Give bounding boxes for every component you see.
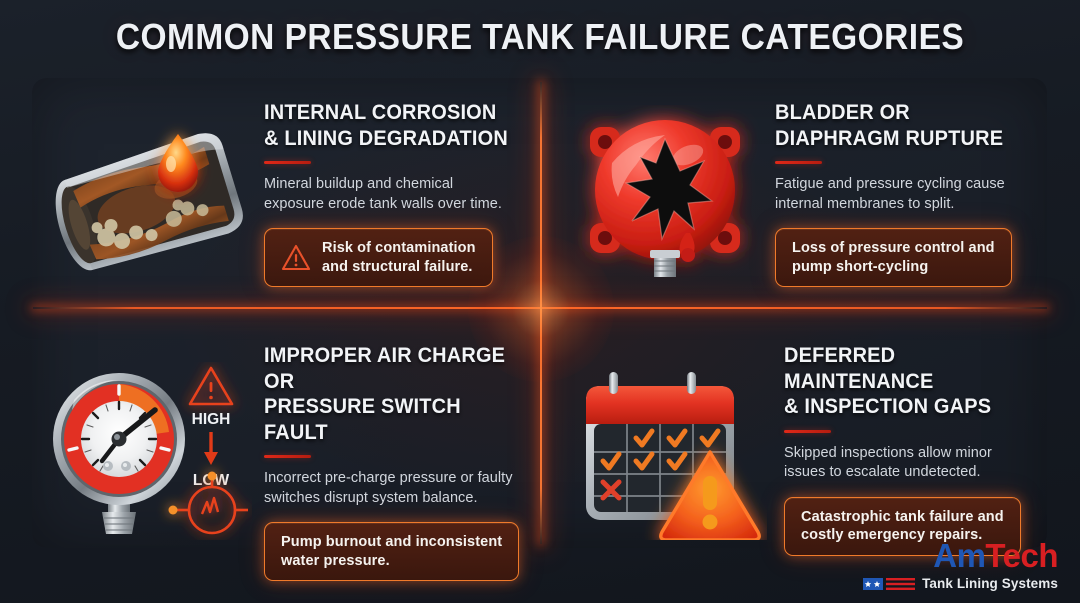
illustration-corroded-pipe xyxy=(40,108,255,288)
quadrant-heading: IMPROPER AIR CHARGE OR PRESSURE SWITCH F… xyxy=(264,344,506,444)
illustration-ruptured-bladder xyxy=(570,105,760,285)
quadrant-heading: INTERNAL CORROSION & LINING DEGRADATION xyxy=(264,101,508,150)
illustration-calendar-warning xyxy=(572,362,767,542)
heading-rule xyxy=(784,429,831,433)
quadrant-body: Skipped inspections allow minor issues t… xyxy=(784,444,992,481)
brand-logo: AmTech Tank Lining Systems xyxy=(863,539,1058,591)
quadrant-deferred-maintenance: DEFERRED MAINTENANCE & INSPECTION GAPS S… xyxy=(784,343,1036,556)
page-title: COMMON PRESSURE TANK FAILURE CATEGORIES xyxy=(115,16,965,57)
callout-box: Risk of contamination and structural fai… xyxy=(264,228,493,287)
vertical-divider xyxy=(540,82,542,544)
logo-word-am: Am xyxy=(933,537,986,574)
heading-rule xyxy=(264,161,311,164)
callout-text: Loss of pressure control and pump short-… xyxy=(792,240,995,275)
quadrant-heading: DEFERRED MAINTENANCE & INSPECTION GAPS xyxy=(784,344,992,418)
gauge-label-high: HIGH xyxy=(192,411,231,428)
quadrant-body: Fatigue and pressure cycling cause inter… xyxy=(775,176,1005,212)
logo-wordmark: AmTech xyxy=(863,539,1058,573)
quadrant-body: Mineral buildup and chemical exposure er… xyxy=(264,176,502,212)
quadrant-body: Incorrect pre-charge pressure or faulty … xyxy=(264,470,513,506)
logo-tagline: Tank Lining Systems xyxy=(922,576,1058,591)
quadrant-heading: BLADDER OR DIAPHRAGM RUPTURE xyxy=(775,101,1004,150)
callout-text: Catastrophic tank failure and costly eme… xyxy=(801,508,1004,544)
callout-box: Catastrophic tank failure and costly eme… xyxy=(784,496,1021,556)
quadrant-internal-corrosion: INTERNAL CORROSION & LINING DEGRADATION … xyxy=(264,100,522,287)
callout-text: Pump burnout and inconsistent water pres… xyxy=(281,534,503,569)
callout-box: Loss of pressure control and pump short-… xyxy=(775,228,1012,287)
quadrant-bladder-rupture: BLADDER OR DIAPHRAGM RUPTURE Fatigue and… xyxy=(775,100,1025,287)
heading-rule xyxy=(264,455,311,458)
logo-subline: Tank Lining Systems xyxy=(863,576,1058,591)
warning-triangle-icon xyxy=(281,244,311,271)
us-flag-icon xyxy=(863,577,916,590)
logo-word-tech: Tech xyxy=(985,537,1058,574)
heading-rule xyxy=(775,161,822,164)
pressure-switch-icon xyxy=(168,471,248,535)
callout-box: Pump burnout and inconsistent water pres… xyxy=(264,522,520,581)
callout-text: Risk of contamination and structural fai… xyxy=(322,240,476,275)
quadrant-improper-air-charge: IMPROPER AIR CHARGE OR PRESSURE SWITCH F… xyxy=(264,343,532,581)
illustration-pressure-gauge: HIGH LOW xyxy=(52,362,252,540)
